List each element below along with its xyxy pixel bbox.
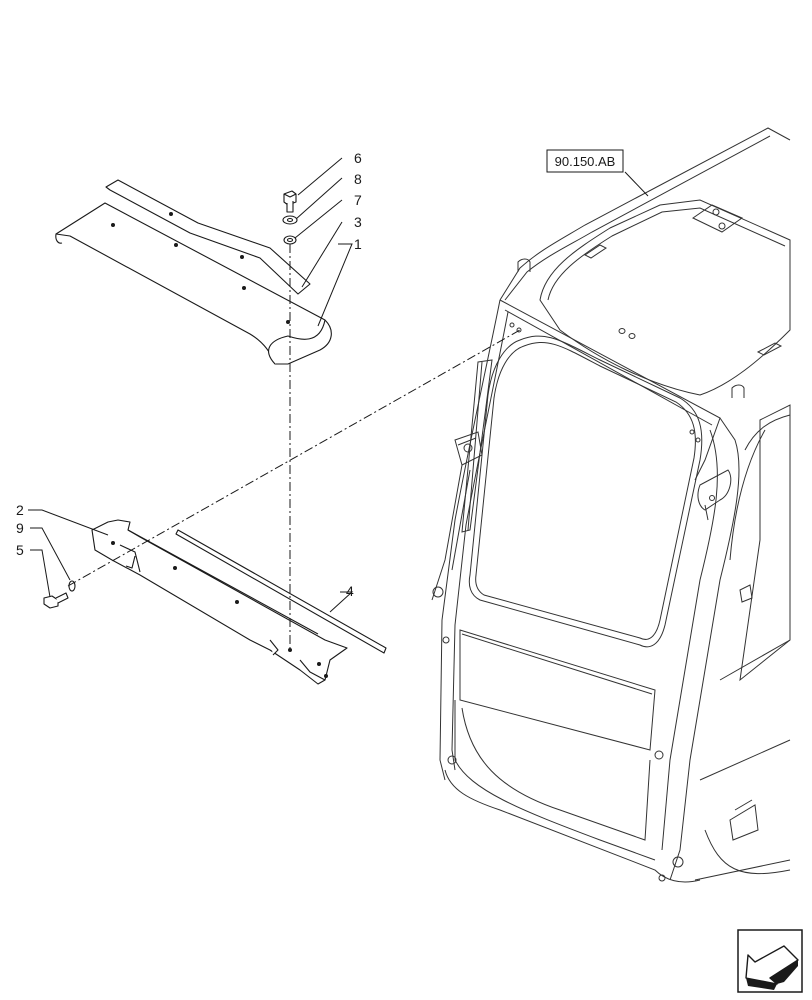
- callout-labels: 6 8 7 3 1 2 9 5 4: [16, 150, 362, 599]
- washer-8: [282, 215, 298, 225]
- callout-4[interactable]: 4: [346, 583, 354, 599]
- callout-5[interactable]: 5: [16, 542, 24, 558]
- assembly-lines: [67, 244, 521, 650]
- washer-7: [283, 235, 297, 245]
- bolt-5: [43, 592, 69, 609]
- next-page-arrow-icon[interactable]: [737, 929, 803, 993]
- callout-1[interactable]: 1: [354, 236, 362, 252]
- reference-label: 90.150.AB: [555, 154, 616, 169]
- strip-part: [105, 179, 311, 295]
- leader-lines: [28, 157, 649, 613]
- reference-box[interactable]: 90.150.AB: [546, 149, 624, 173]
- top-cover-part: [55, 202, 332, 365]
- rod-part: [175, 529, 387, 654]
- callout-6[interactable]: 6: [354, 150, 362, 166]
- callout-2[interactable]: 2: [16, 502, 24, 518]
- callout-3[interactable]: 3: [354, 214, 362, 230]
- lower-bracket-part: [91, 519, 348, 685]
- cab-frame: [431, 127, 791, 883]
- callout-9[interactable]: 9: [16, 520, 24, 536]
- callout-7[interactable]: 7: [354, 192, 362, 208]
- callout-8[interactable]: 8: [354, 171, 362, 187]
- bolt-6: [283, 190, 297, 213]
